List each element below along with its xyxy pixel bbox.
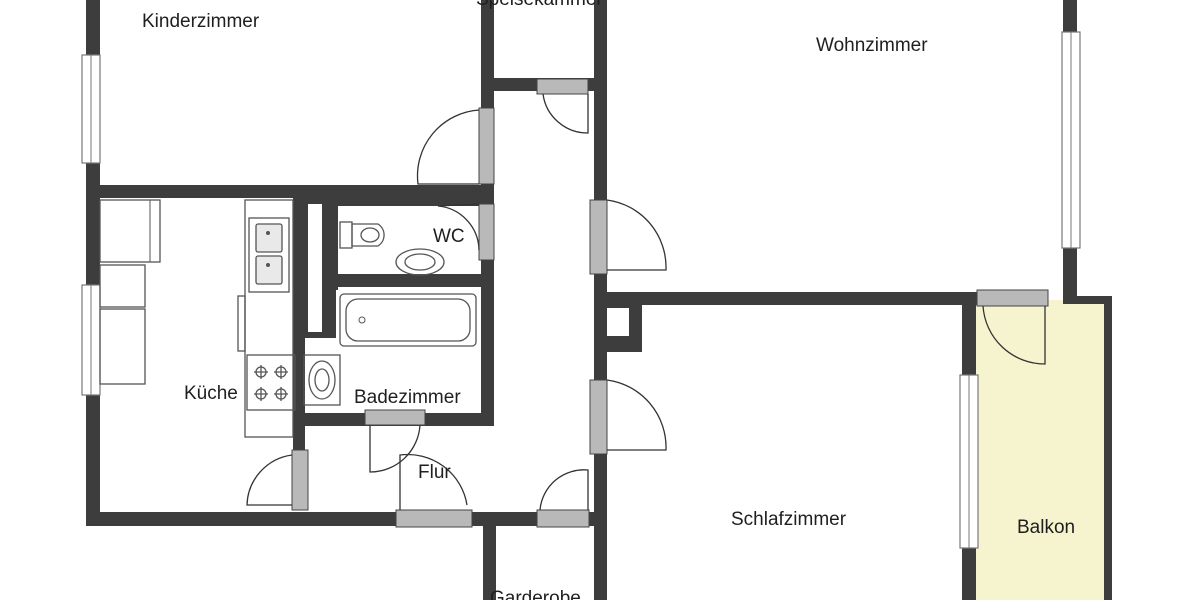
label-speisekammer: Speisekammer (476, 0, 603, 10)
label-wc: WC (433, 226, 465, 247)
label-wohnzimmer: Wohnzimmer (816, 35, 928, 56)
label-schlafzimmer: Schlafzimmer (731, 509, 847, 530)
doors (246, 78, 1049, 528)
label-balkon: Balkon (1017, 517, 1075, 538)
room-labels: Kinderzimmer Speisekammer Wohnzimmer WC … (142, 0, 1075, 600)
walls (86, 0, 1112, 600)
label-flur: Flur (418, 462, 451, 483)
windows (81, 31, 1081, 549)
stove-burners (254, 365, 288, 401)
label-badezimmer: Badezimmer (354, 387, 461, 408)
fixtures (99, 199, 477, 438)
label-kinderzimmer: Kinderzimmer (142, 11, 260, 32)
label-garderobe: Garderobe (490, 588, 581, 600)
label-kueche: Küche (184, 383, 238, 404)
balcony-area (975, 300, 1108, 600)
